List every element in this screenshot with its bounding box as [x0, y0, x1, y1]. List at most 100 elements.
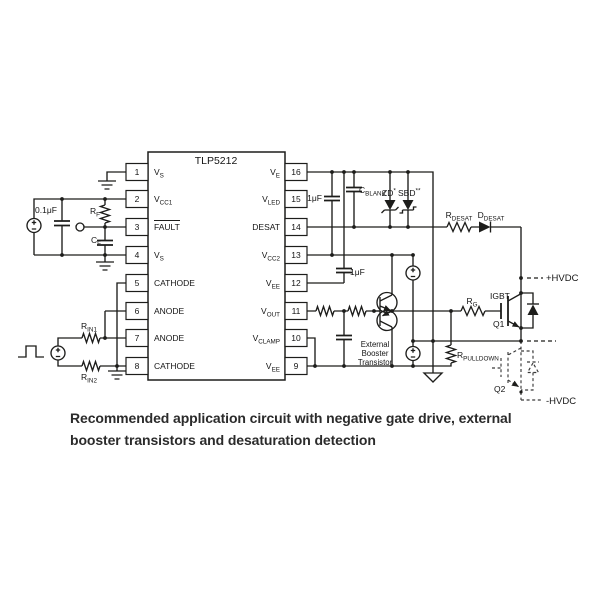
svg-text:DESAT: DESAT — [252, 222, 280, 232]
svg-text:VLED: VLED — [262, 194, 280, 206]
rin2-resistor — [81, 359, 101, 373]
pin-right-14: 14 DESAT — [252, 217, 308, 237]
circuit-wiring — [18, 171, 556, 373]
pin-left-1: 1 VS — [125, 162, 164, 182]
svg-text:2: 2 — [135, 194, 140, 204]
pin-right-15: 15 VLED — [262, 189, 308, 209]
schottky-diode — [399, 200, 417, 214]
svg-text:6: 6 — [135, 306, 140, 316]
rf-resistor — [98, 204, 112, 224]
freewheel-diode — [527, 303, 539, 315]
q2-label: Q2 — [494, 384, 506, 394]
rin1-resistor — [81, 331, 101, 345]
pin-left-7: 7 ANODE — [125, 328, 185, 348]
ground-symbol-input — [108, 370, 126, 380]
vcc1-supply-source — [26, 217, 42, 234]
pin-right-16: 16 VE — [270, 162, 308, 182]
svg-text:5: 5 — [135, 278, 140, 288]
svg-text:VEE: VEE — [266, 278, 280, 290]
rf-label: RF — [90, 206, 100, 218]
rg-label: RG — [466, 296, 477, 308]
rin1-label: RIN1 — [81, 321, 97, 333]
pin-right-9: 9 VEE — [266, 356, 308, 376]
svg-text:VS: VS — [154, 167, 164, 179]
ground-symbol-pin1 — [98, 180, 116, 190]
pin-left-3: 3 FAULT — [125, 217, 180, 237]
caption-line-2: booster transistors and desaturation det… — [70, 432, 376, 448]
rg-resistor — [460, 304, 486, 318]
booster-label-line1: External — [361, 340, 390, 349]
svg-text:16: 16 — [291, 167, 301, 177]
svg-text:14: 14 — [291, 222, 301, 232]
pin-right-12: 12 VEE — [266, 273, 308, 293]
supply-decoupling-cap — [54, 220, 70, 227]
svg-text:7: 7 — [135, 333, 140, 343]
component-labels: 0.1μF RF CF RIN1 RIN2 1μF 1μF CBLANK ZD*… — [35, 185, 579, 407]
svg-text:CATHODE: CATHODE — [154, 278, 195, 288]
svg-text:3: 3 — [135, 222, 140, 232]
cf-capacitor — [97, 239, 113, 246]
booster-label-line3: Transistor — [358, 358, 393, 367]
svg-text:1: 1 — [135, 167, 140, 177]
ddesat-diode — [479, 221, 492, 233]
rpulldown-resistor — [444, 344, 458, 364]
ve-vee-source — [405, 345, 421, 362]
svg-text:10: 10 — [291, 333, 301, 343]
svg-text:VS: VS — [154, 250, 164, 262]
pin-left-4: 4 VS — [125, 245, 164, 265]
ddesat-label: DDESAT — [478, 210, 505, 222]
ve-vee-cap — [336, 267, 352, 274]
q1-label: Q1 — [493, 319, 505, 329]
pulse-input-source — [50, 345, 66, 361]
caption-line-1: Recommended application circuit with neg… — [70, 410, 512, 426]
cf-label: CF — [91, 235, 101, 247]
svg-text:VCLAMP: VCLAMP — [253, 333, 280, 345]
rin2-label: RIN2 — [81, 372, 97, 384]
sbd-label: SBD** — [398, 188, 421, 199]
svg-text:15: 15 — [291, 194, 301, 204]
figure-caption: Recommended application circuit with neg… — [70, 407, 512, 451]
cblank-cap — [346, 186, 362, 193]
ground-symbol-pin4 — [96, 261, 114, 271]
supply-cap-label: 0.1μF — [35, 205, 57, 215]
pulse-waveform-icon — [18, 345, 44, 358]
pin-right-10: 10 VCLAMP — [253, 328, 308, 348]
svg-text:VE: VE — [270, 167, 280, 179]
svg-text:VOUT: VOUT — [261, 306, 280, 318]
svg-text:9: 9 — [294, 361, 299, 371]
igbt-q1 — [500, 293, 521, 328]
rdesat-resistor — [446, 220, 472, 234]
cblank-label: CBLANK — [359, 185, 387, 197]
svg-text:12: 12 — [291, 278, 301, 288]
pin-left-2: 2 VCC1 — [125, 189, 173, 209]
svg-text:CATHODE: CATHODE — [154, 361, 195, 371]
svg-text:FAULT: FAULT — [154, 222, 180, 232]
svg-text:11: 11 — [292, 306, 301, 316]
vcc2-cap-label: 1μF — [307, 193, 322, 203]
vout-filter-cap — [336, 334, 352, 341]
igbt-label: IGBT — [490, 291, 510, 301]
pin-left-6: 6 ANODE — [125, 301, 185, 321]
vcc2-ve-source — [405, 265, 421, 281]
svg-text:13: 13 — [291, 250, 301, 260]
igbt-q2-dashed — [492, 341, 543, 401]
rdesat-label: RDESAT — [446, 210, 473, 222]
zener-diode — [381, 200, 399, 214]
hvdc-pos-label: +HVDC — [546, 273, 579, 284]
zd-label: ZD* — [382, 188, 396, 199]
hvdc-neg-label: -HVDC — [546, 396, 576, 407]
ic-tlp5212: TLP5212 1 VS 2 VCC1 3 FAULT 4 VS 5 CATHO… — [125, 151, 308, 381]
junction-dots — [60, 170, 523, 394]
pin-left-5: 5 CATHODE — [125, 273, 195, 293]
svg-text:4: 4 — [135, 250, 140, 260]
pin-right-11: 11 VOUT — [261, 301, 308, 321]
svg-text:VCC1: VCC1 — [154, 194, 173, 206]
pin-left-8: 8 CATHODE — [125, 356, 195, 376]
rpulldown-label: RPULLDOWN — [457, 350, 499, 362]
vout-filter-r1 — [315, 304, 335, 318]
booster-label-line2: Booster — [362, 349, 389, 358]
svg-text:VEE: VEE — [266, 361, 280, 373]
pin-right-13: 13 VCC2 — [262, 245, 308, 265]
